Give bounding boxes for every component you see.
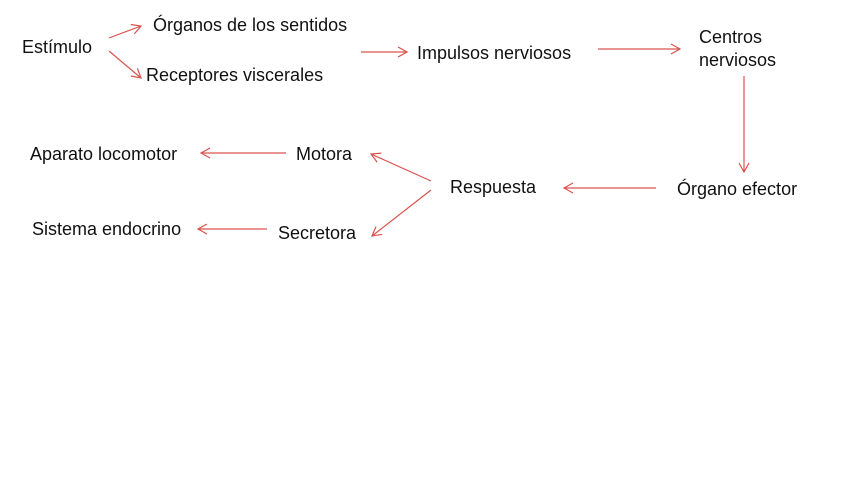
node-secretora: Secretora: [278, 223, 357, 243]
arrow-estimulo-to-organos: [108, 23, 143, 39]
node-respuesta: Respuesta: [450, 177, 537, 197]
node-receptores-viscerales: Receptores viscerales: [146, 65, 324, 85]
node-aparato-locomotor: Aparato locomotor: [30, 144, 178, 164]
arrow-estimulo-to-receptores: [108, 50, 142, 79]
node-centros-nerviosos-line2: nerviosos: [699, 50, 777, 70]
node-sistema-endocrino: Sistema endocrino: [32, 219, 182, 239]
arrow-respuesta-to-motora: [369, 152, 432, 182]
node-estimulo: Estímulo: [22, 37, 93, 57]
node-organo-efector: Órgano efector: [677, 179, 798, 199]
node-impulsos-nerviosos: Impulsos nerviosos: [417, 43, 572, 63]
node-motora: Motora: [296, 144, 353, 164]
arrow-respuesta-to-secretora: [371, 189, 432, 237]
node-organos-de-los-sentidos: Órganos de los sentidos: [153, 15, 348, 35]
node-centros-nerviosos-line1: Centros: [699, 27, 763, 47]
